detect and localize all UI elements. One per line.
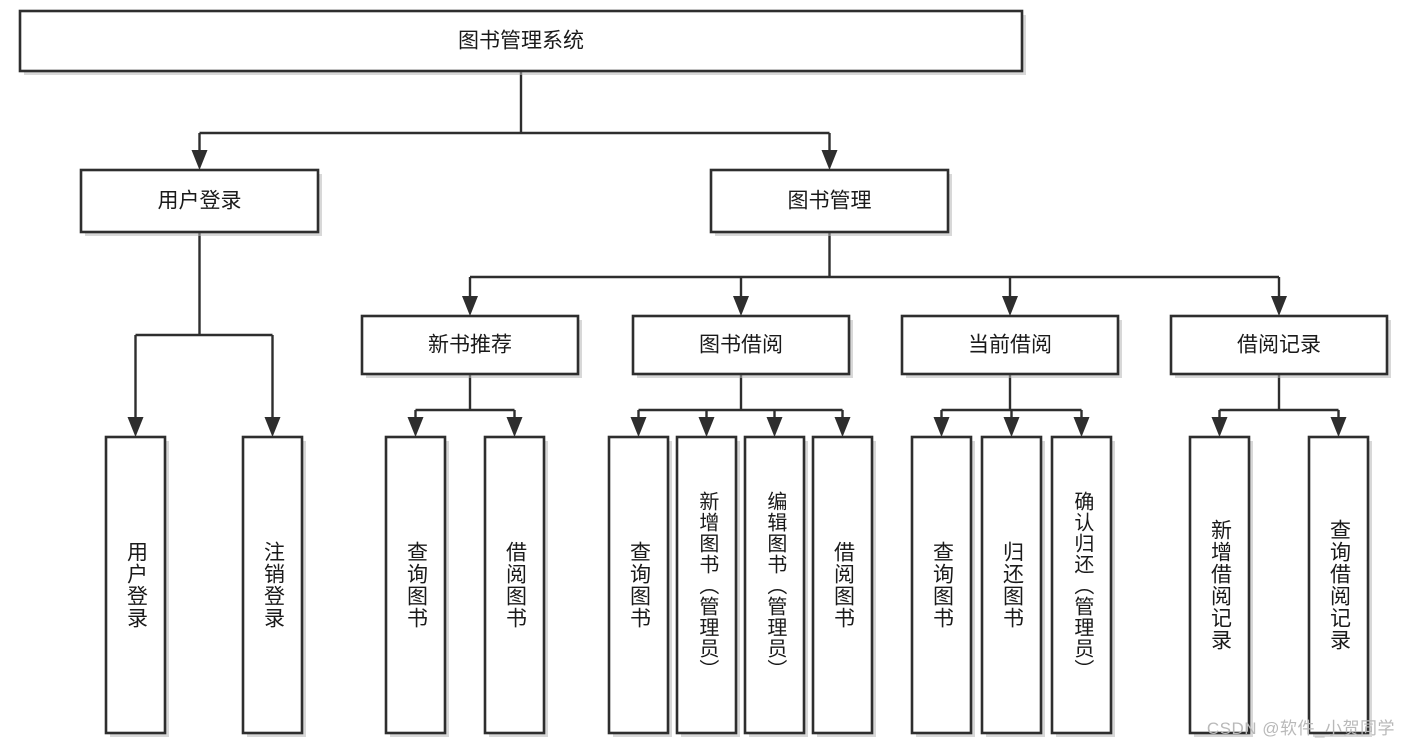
arrow-user-login-0	[127, 417, 144, 437]
arrow-root-0	[191, 150, 208, 170]
arrow-borrow-record-0	[1211, 417, 1228, 437]
arrow-current-borrow-2	[1073, 417, 1090, 437]
node-boxes	[18, 9, 1391, 737]
arrow-new-book-recommend-1	[506, 417, 523, 437]
node-box-leaf-return-book[interactable]	[980, 435, 1043, 735]
node-box-leaf-add-borrow-record[interactable]	[1188, 435, 1251, 735]
watermark-text: CSDN @软件_小贺同学	[1206, 719, 1395, 738]
node-box-leaf-edit-book[interactable]	[743, 435, 806, 735]
arrow-book-borrow-1	[698, 417, 715, 437]
arrow-book-borrow-2	[766, 417, 783, 437]
node-box-book-manage[interactable]	[709, 168, 950, 234]
node-box-user-login[interactable]	[79, 168, 320, 234]
node-box-current-borrow[interactable]	[900, 314, 1120, 376]
node-box-leaf-confirm-return[interactable]	[1050, 435, 1113, 735]
arrow-book-manage-0	[462, 296, 478, 316]
arrow-book-manage-1	[733, 296, 749, 316]
node-box-leaf-query-book-current[interactable]	[910, 435, 973, 735]
arrow-user-login-1	[264, 417, 281, 437]
node-box-leaf-user-login[interactable]	[104, 435, 167, 735]
node-box-borrow-record[interactable]	[1169, 314, 1389, 376]
node-label-current-borrow: 当前借阅	[968, 334, 1052, 357]
node-box-leaf-logout[interactable]	[241, 435, 304, 735]
arrow-new-book-recommend-0	[407, 417, 424, 437]
arrow-current-borrow-1	[1003, 417, 1020, 437]
arrow-root-1	[821, 150, 838, 170]
node-box-leaf-query-book-recommend[interactable]	[384, 435, 447, 735]
arrow-book-borrow-3	[834, 417, 851, 437]
node-label-user-login: 用户登录	[158, 190, 242, 213]
node-box-book-borrow[interactable]	[631, 314, 851, 376]
node-box-leaf-borrow-book-recommend[interactable]	[483, 435, 546, 735]
connector-lines	[127, 71, 1347, 437]
arrow-borrow-record-1	[1330, 417, 1347, 437]
node-label-book-manage: 图书管理	[788, 190, 872, 213]
arrow-book-borrow-0	[630, 417, 647, 437]
node-box-leaf-add-book[interactable]	[675, 435, 738, 735]
arrow-book-manage-3	[1271, 296, 1287, 316]
node-box-new-book-recommend[interactable]	[360, 314, 580, 376]
node-label-borrow-record: 借阅记录	[1237, 334, 1321, 357]
arrow-current-borrow-0	[933, 417, 950, 437]
node-box-leaf-query-borrow-record[interactable]	[1307, 435, 1370, 735]
arrow-book-manage-2	[1002, 296, 1018, 316]
node-box-root[interactable]	[18, 9, 1024, 73]
node-label-book-borrow: 图书借阅	[699, 334, 783, 357]
node-label-new-book-recommend: 新书推荐	[428, 334, 512, 357]
node-box-leaf-query-book-borrow[interactable]	[607, 435, 670, 735]
node-box-leaf-borrow-book[interactable]	[811, 435, 874, 735]
node-label-root: 图书管理系统	[458, 30, 584, 53]
